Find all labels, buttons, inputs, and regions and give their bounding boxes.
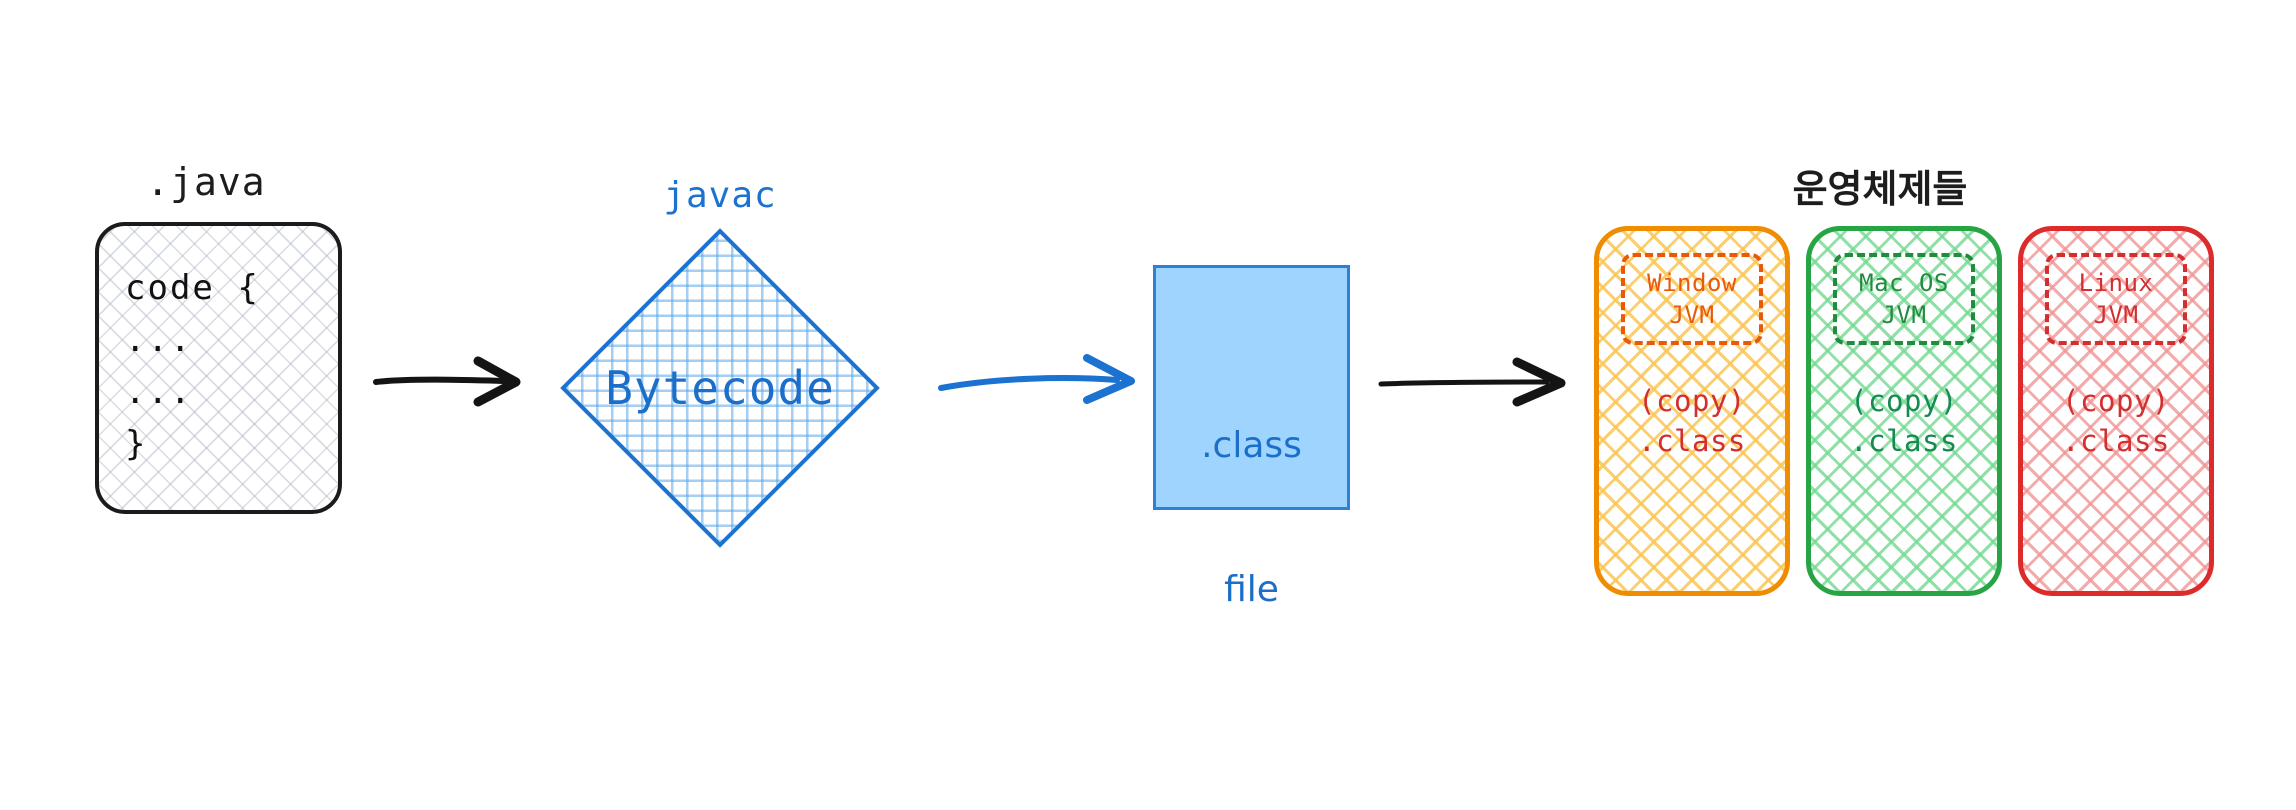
class-file-label: .class file (1153, 326, 1350, 710)
copy-class-macos: (copy) .class (1811, 381, 1997, 461)
os-box-linux: Linux JVM (copy) .class (2018, 226, 2214, 596)
code-line: code { (125, 268, 260, 308)
code-line: ... (125, 320, 193, 360)
jvm-label-line-2: JVM (2093, 301, 2139, 329)
javac-tool-label: javac (663, 175, 777, 216)
copy-class-linux: (copy) .class (2023, 381, 2209, 461)
copy-line-2: .class (1850, 424, 1958, 458)
jvm-label-line-1: Linux (2078, 269, 2154, 297)
copy-line-1: (copy) (1638, 384, 1746, 418)
jvm-label-line-2: JVM (1881, 301, 1927, 329)
java-file-label: .java (146, 160, 266, 204)
arrow-source-to-javac-icon (373, 356, 521, 407)
java-code-listing: code { ... ... } (125, 262, 325, 470)
jvm-label-line-1: Window (1647, 269, 1737, 297)
code-line: ... (125, 372, 193, 412)
jvm-box-linux: Linux JVM (2045, 253, 2187, 345)
arrow-javac-to-classfile-icon (938, 354, 1135, 404)
bytecode-label: Bytecode (605, 361, 835, 415)
os-section-title: 운영체제들 (1792, 167, 1968, 211)
copy-line-1: (copy) (2062, 384, 2170, 418)
class-file-box (1153, 265, 1350, 510)
os-box-windows: Window JVM (copy) .class (1594, 226, 1790, 596)
jvm-box-macos: Mac OS JVM (1833, 253, 1975, 345)
os-box-macos: Mac OS JVM (copy) .class (1806, 226, 2002, 596)
copy-line-2: .class (2062, 424, 2170, 458)
jvm-box-windows: Window JVM (1621, 253, 1763, 345)
class-file-line-2: file (1224, 569, 1279, 610)
jvm-label-line-1: Mac OS (1859, 269, 1949, 297)
code-line: } (125, 424, 148, 464)
copy-line-2: .class (1638, 424, 1746, 458)
arrow-classfile-to-os-icon (1378, 357, 1566, 407)
jvm-label-line-2: JVM (1669, 301, 1715, 329)
class-file-line-1: .class (1201, 425, 1302, 466)
java-source-box (95, 222, 342, 514)
copy-class-windows: (copy) .class (1599, 381, 1785, 461)
bytecode-diamond: Bytecode (510, 228, 930, 548)
copy-line-1: (copy) (1850, 384, 1958, 418)
